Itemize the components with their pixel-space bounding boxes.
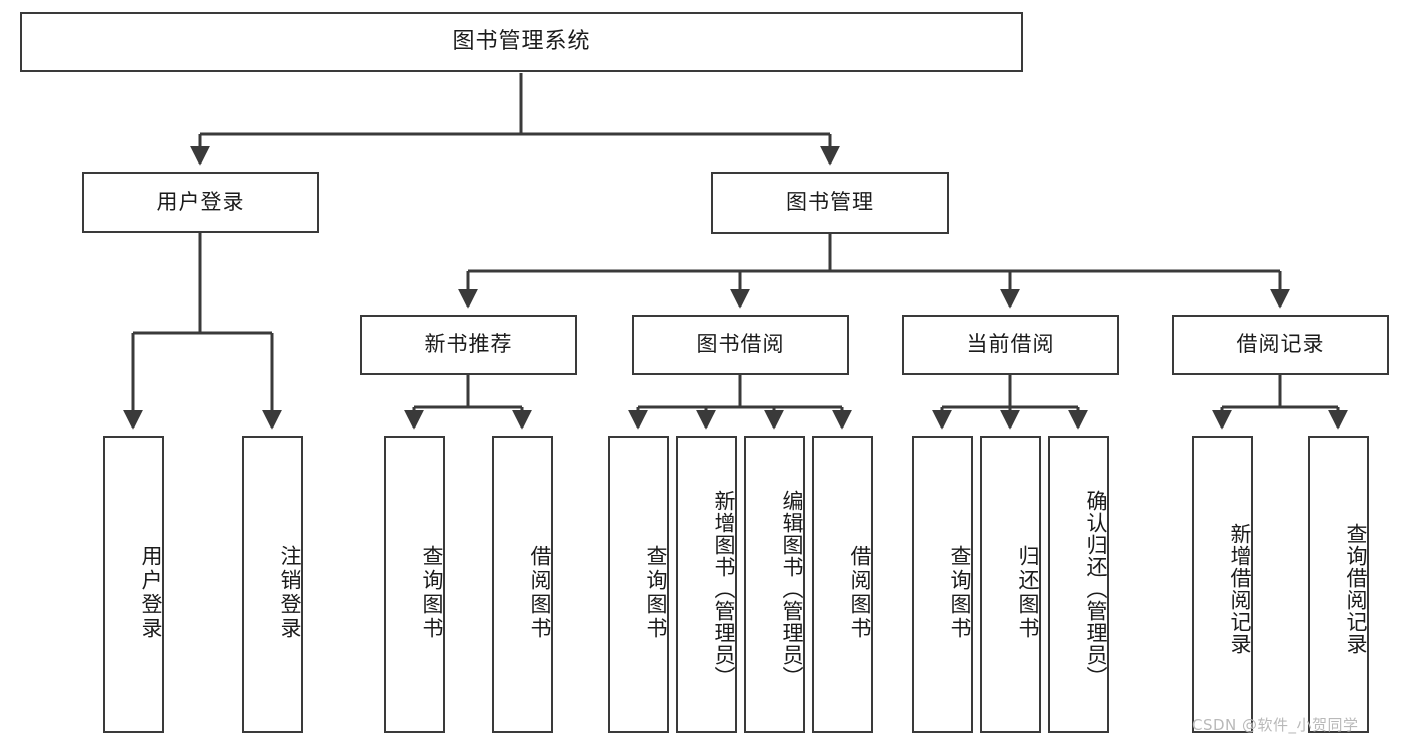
node-label: 注销登录 <box>278 544 302 641</box>
node-leaf-query-book-borrow[interactable]: 查询图书 <box>608 436 669 733</box>
node-label: 借阅图书 <box>848 544 872 641</box>
node-leaf-add-book[interactable]: 新增图书（管理员） <box>676 436 737 733</box>
node-leaf-logout-login[interactable]: 注销登录 <box>242 436 303 733</box>
node-label: 借阅图书 <box>528 544 552 641</box>
node-label: 归还图书 <box>1016 544 1040 641</box>
node-label: 图书管理系统 <box>452 28 591 54</box>
node-label: 图书管理 <box>786 190 874 215</box>
csdn-watermark: CSDN @软件_小贺同学 <box>1192 716 1359 734</box>
node-leaf-user-login[interactable]: 用户登录 <box>103 436 164 733</box>
node-label: 确认归还（管理员） <box>1084 489 1108 688</box>
node-label: 查询借阅记录 <box>1344 522 1368 655</box>
node-user-login[interactable]: 用户登录 <box>82 172 319 233</box>
node-label: 新增借阅记录 <box>1228 522 1252 655</box>
node-leaf-edit-book[interactable]: 编辑图书（管理员） <box>744 436 805 733</box>
node-label: 借阅记录 <box>1236 332 1325 357</box>
node-label: 查询图书 <box>644 544 668 641</box>
node-leaf-query-book-current[interactable]: 查询图书 <box>912 436 973 733</box>
node-book-borrow[interactable]: 图书借阅 <box>632 315 849 375</box>
node-label: 当前借阅 <box>966 332 1055 357</box>
node-new-book-recommend[interactable]: 新书推荐 <box>360 315 577 375</box>
node-book-manage[interactable]: 图书管理 <box>711 172 949 234</box>
node-leaf-query-book-recommend[interactable]: 查询图书 <box>384 436 445 733</box>
node-label: 新书推荐 <box>424 332 513 357</box>
node-current-borrow[interactable]: 当前借阅 <box>902 315 1119 375</box>
node-root-book-management-system[interactable]: 图书管理系统 <box>20 12 1023 72</box>
node-leaf-return-book[interactable]: 归还图书 <box>980 436 1041 733</box>
node-leaf-borrow-book-recommend[interactable]: 借阅图书 <box>492 436 553 733</box>
node-leaf-add-borrow-record[interactable]: 新增借阅记录 <box>1192 436 1253 733</box>
node-leaf-query-borrow-record[interactable]: 查询借阅记录 <box>1308 436 1369 733</box>
node-label: 用户登录 <box>156 189 245 214</box>
node-label: 查询图书 <box>948 544 972 641</box>
node-leaf-confirm-return[interactable]: 确认归还（管理员） <box>1048 436 1109 733</box>
node-leaf-borrow-book[interactable]: 借阅图书 <box>812 436 873 733</box>
node-label: 新增图书（管理员） <box>712 489 736 688</box>
node-borrow-record[interactable]: 借阅记录 <box>1172 315 1389 375</box>
node-label: 用户登录 <box>139 544 163 641</box>
node-label: 编辑图书（管理员） <box>780 489 804 688</box>
node-label: 图书借阅 <box>696 332 785 357</box>
node-label: 查询图书 <box>420 544 444 641</box>
